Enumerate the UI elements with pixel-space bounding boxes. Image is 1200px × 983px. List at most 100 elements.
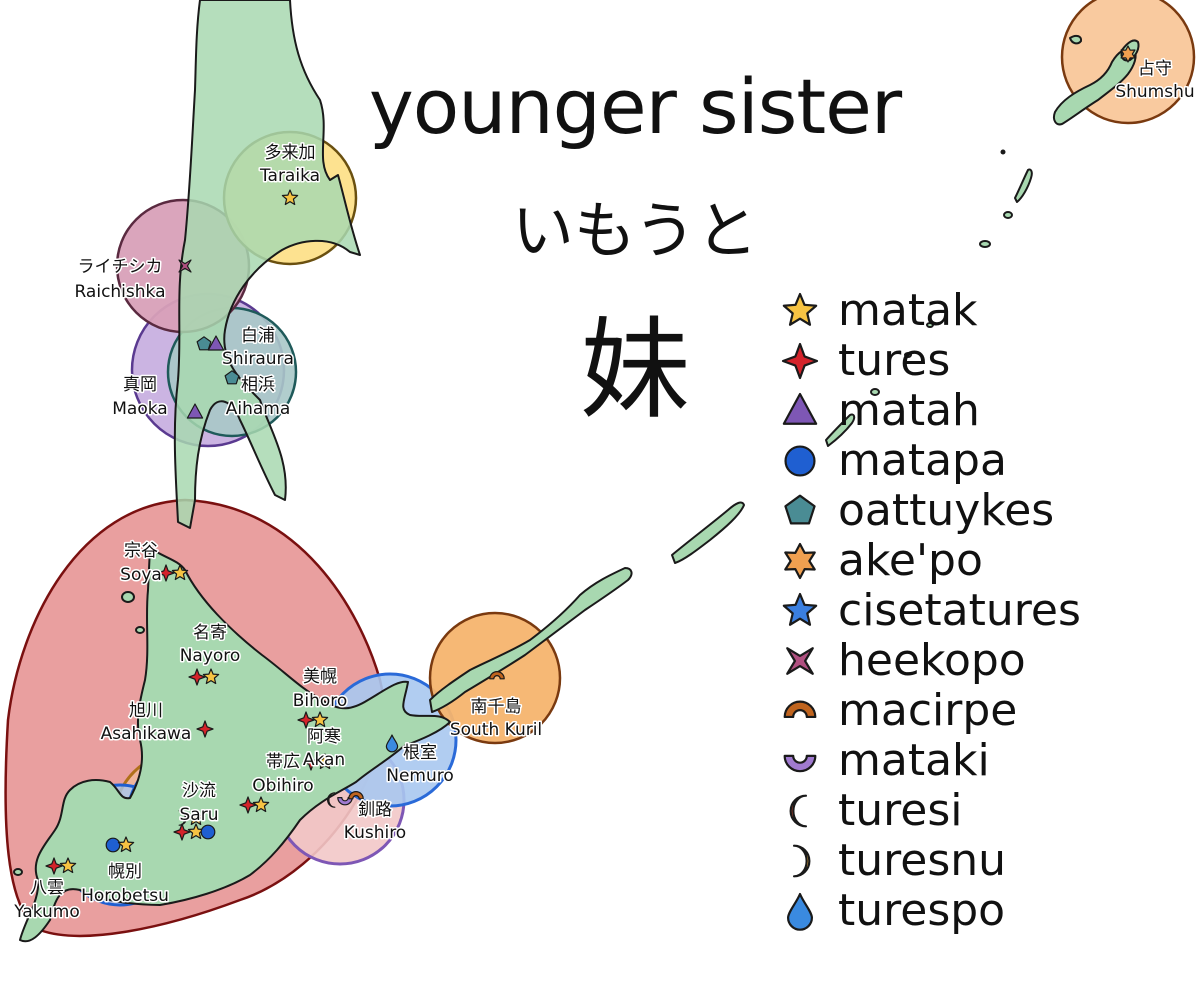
marker-matak [202,668,220,685]
label-maoka-en: Maoka [112,399,167,419]
legend-item-macirpe: macirpe [778,686,1178,736]
legend-item-turesi: turesi [778,786,1178,836]
simushir [1014,168,1033,203]
label-obihiro-ja: 帯広 [266,752,300,772]
label-taraika-en: Taraika [259,166,320,186]
label-asahikawa-ja: 旭川 [129,701,163,721]
marker-tures [45,857,63,875]
paramushir [1052,47,1137,126]
marker-turesnu [178,810,187,826]
label-south-kuril-en: South Kuril [450,720,542,740]
label-horobetsu-ja: 幌別 [108,862,142,882]
legend: matak tures matah matapa oattuykes ake'p… [778,286,1178,936]
label-saru-en: Saru [180,805,219,825]
label-kushiro-ja: 釧路 [358,800,392,820]
marker-macirpe [489,671,505,680]
marker-matah [186,403,204,419]
label-yakumo-ja: 八雲 [30,878,64,898]
legend-item-matak: matak [778,286,1178,336]
pentagon-icon [784,494,816,525]
bowtie-square-icon [786,647,814,675]
marker-heekopo [178,259,192,273]
label-soya-en: Soya [120,565,162,585]
marker-macirpe [348,791,364,800]
label-akan-en: Akan [303,750,345,770]
marker-akepo [1120,45,1136,63]
marker-matak [311,711,329,728]
legend-item-tures: tures [778,336,1178,386]
marker-tures [173,823,191,841]
marker-matak [187,809,205,826]
title-kana: いもうと [511,194,759,267]
legend-label: turespo [838,885,1006,936]
legend-label: heekopo [838,635,1026,686]
label-aihama-en: Aihama [226,399,291,419]
markers [45,45,1136,875]
legend-label: matapa [838,435,1007,486]
label-saru-ja: 沙流 [182,781,216,801]
label-aihama-ja: 相浜 [241,375,275,395]
legend-item-turesnu: turesnu [778,836,1178,886]
blue-star-icon [782,592,818,626]
legend-item-mataki: mataki [778,736,1178,786]
legend-item-cisetatures: cisetatures [778,586,1178,636]
four-point-star-icon [781,342,819,380]
legend-label: turesi [838,785,963,836]
marker-matak [281,189,299,206]
legend-label: tures [838,335,951,386]
marker-matapa [105,837,121,853]
marker-tures [302,753,320,771]
legend-label: turesnu [838,835,1007,886]
marker-tures [239,796,257,814]
label-obihiro-en: Obihiro [252,776,313,796]
title-english: younger sister [368,62,902,151]
bowl-icon [783,754,817,773]
marker-tures [196,720,214,738]
label-nemuro-ja: 根室 [403,743,437,763]
label-raichishka-ja: ライチシカ [78,257,163,277]
title-kanji: 妹 [580,306,690,434]
label-nayoro-en: Nayoro [180,646,241,666]
label-soya-ja: 宗谷 [124,541,158,561]
marker-matak [316,753,334,770]
six-point-star-icon [784,542,816,580]
label-shumshu-en: Shumshu [1115,82,1194,102]
label-akan-ja: 阿寒 [307,727,341,747]
label-maoka-ja: 真岡 [123,375,157,395]
legend-item-turespo: turespo [778,886,1178,936]
marker-turespo [385,734,399,753]
open-crescent-icon [792,844,811,878]
crescent-icon [789,794,808,828]
urup [825,413,856,447]
circle-icon [784,445,816,477]
label-bihoro-ja: 美幌 [303,667,337,687]
label-kushiro-en: Kushiro [344,823,406,843]
legend-item-matah: matah [778,386,1178,436]
star-icon [782,292,818,326]
legend-label: mataki [838,735,990,786]
legend-item-oattuykes: oattuykes [778,486,1178,536]
label-asahikawa-en: Asahikawa [101,724,192,744]
islets [13,149,1013,876]
label-shiraura-en: Shiraura [222,349,294,369]
legend-label: cisetatures [838,585,1081,636]
legend-label: oattuykes [838,485,1055,536]
legend-label: macirpe [838,685,1018,736]
label-south-kuril-ja: 南千島 [471,697,522,717]
label-shumshu-ja: 占守 [1138,59,1172,79]
label-nayoro-ja: 名寄 [193,623,227,643]
marker-matapa [200,824,216,840]
marker-matak [171,564,189,581]
legend-item-akepo: ake'po [778,536,1178,586]
marker-matah [207,335,225,351]
legend-item-matapa: matapa [778,436,1178,486]
sakhalin [173,0,361,529]
label-raichishka-en: Raichishka [74,282,165,302]
arch-icon [783,700,817,719]
marker-matak [252,796,270,813]
triangle-icon [782,392,818,425]
marker-oattuykes [196,336,212,351]
label-taraika-ja: 多来加 [265,143,316,163]
marker-turesi [327,792,336,808]
